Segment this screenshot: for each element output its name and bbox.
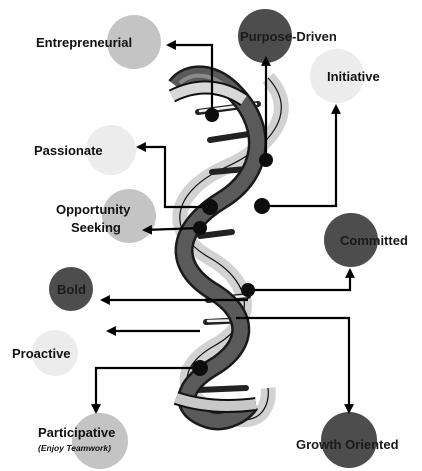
connector-committed bbox=[248, 270, 350, 290]
participative-circle bbox=[72, 413, 128, 469]
label-entrepreneurial: Entrepreneurial bbox=[36, 35, 132, 50]
label-passionate: Passionate bbox=[34, 143, 103, 158]
label-opportunity-line2: Seeking bbox=[71, 220, 121, 235]
label-growth-oriented: Growth Oriented bbox=[296, 437, 399, 452]
label-bold: Bold bbox=[57, 282, 86, 297]
label-participative-sub: (Enjoy Teamwork) bbox=[38, 443, 111, 453]
label-purpose-driven: Purpose-Driven bbox=[240, 29, 337, 44]
label-proactive: Proactive bbox=[12, 346, 71, 361]
label-opportunity-line1: Opportunity bbox=[56, 202, 131, 217]
label-initiative: Initiative bbox=[327, 69, 380, 84]
label-participative: Participative bbox=[38, 425, 115, 440]
label-committed: Committed bbox=[340, 233, 408, 248]
